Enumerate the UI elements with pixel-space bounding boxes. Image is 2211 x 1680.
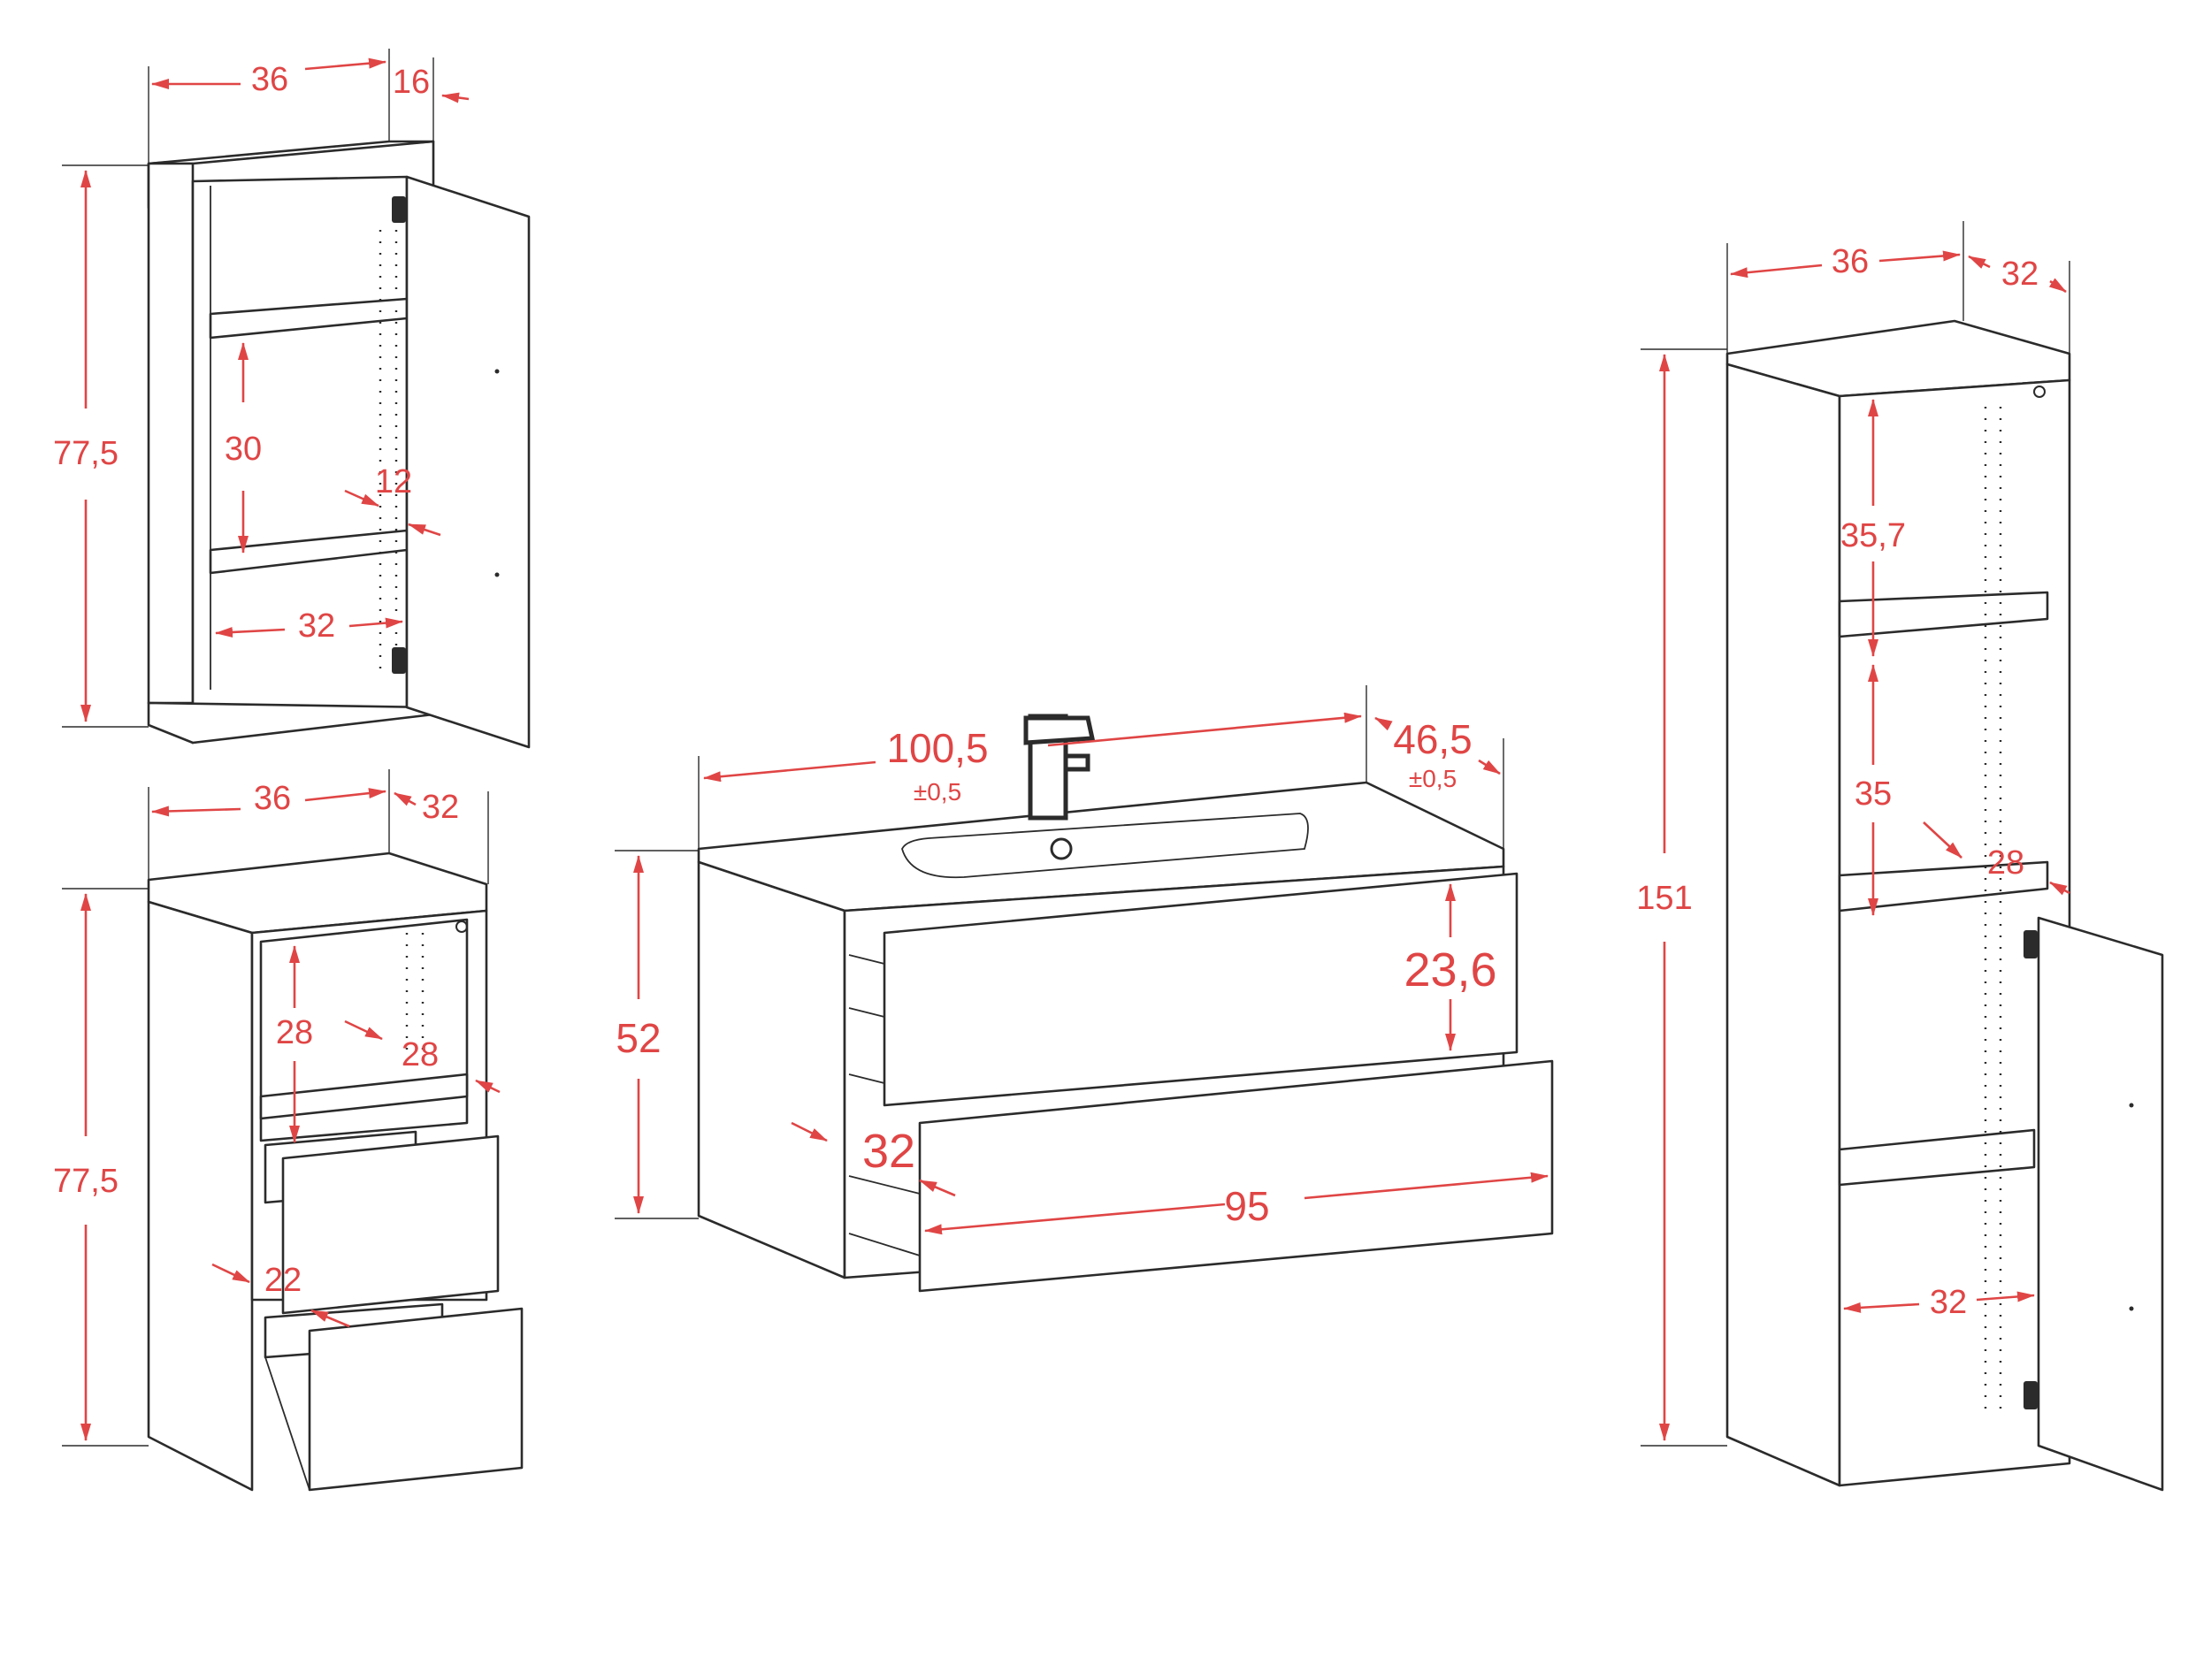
- vanity-drawer-depth-label: 32: [862, 1125, 915, 1178]
- tall-cabinet-shelf-spacing-mid-label: 35: [1855, 775, 1892, 813]
- vanity-depth-label: 46,5: [1393, 716, 1473, 762]
- tall-cabinet-depth-label: 32: [2001, 256, 2039, 293]
- wall-cabinet-door-gap-label: 12: [375, 463, 412, 500]
- dimension-lines: [62, 49, 2070, 1447]
- drawer-cabinet: [147, 851, 524, 1492]
- tall-cabinet-inner-depth-label: 28: [1987, 844, 2024, 882]
- wall-cabinet-depth-label: 16: [393, 64, 430, 101]
- wall-cabinet-width-label: 36: [251, 61, 288, 98]
- tall-cabinet-shelf-spacing-top-label: 35,7: [1840, 517, 1906, 554]
- drawer-cabinet-depth-label: 32: [422, 789, 459, 826]
- drawer-cabinet-inner-depth-label: 28: [402, 1036, 439, 1073]
- vanity-height-label: 52: [616, 1015, 661, 1061]
- drawer-cabinet-drawer-gap-label: 22: [264, 1262, 302, 1299]
- tall-cabinet: [1725, 319, 2164, 1492]
- drawer-cabinet-width-label: 36: [254, 780, 291, 817]
- vanity-width-tolerance-label: ±0,5: [914, 778, 961, 806]
- faucet: [1023, 714, 1096, 821]
- wall-cabinet: [147, 140, 531, 749]
- vanity-unit: [697, 714, 1554, 1293]
- vanity-drawer-height-label: 23,6: [1404, 943, 1496, 997]
- wall-cabinet-shelf-spacing-label: 30: [225, 431, 262, 468]
- wall-cabinet-height-label: 77,5: [53, 435, 119, 472]
- vanity-drawer-width-label: 95: [1224, 1183, 1269, 1229]
- tall-cabinet-height-label: 151: [1636, 880, 1692, 917]
- vanity-depth-tolerance-label: ±0,5: [1409, 765, 1457, 792]
- drawer-cabinet-height-label: 77,5: [53, 1163, 119, 1200]
- vanity-width-label: 100,5: [886, 725, 988, 771]
- dimension-labels: 36 16 77,5 30 12 32 36 32 77,5 28 28 22 …: [53, 61, 2039, 1321]
- drawer-cabinet-shelf-spacing-label: 28: [276, 1014, 313, 1051]
- tall-cabinet-width-label: 36: [1832, 243, 1869, 280]
- tall-cabinet-inner-width-label: 32: [1930, 1284, 1967, 1321]
- wall-cabinet-inner-width-label: 32: [298, 607, 335, 645]
